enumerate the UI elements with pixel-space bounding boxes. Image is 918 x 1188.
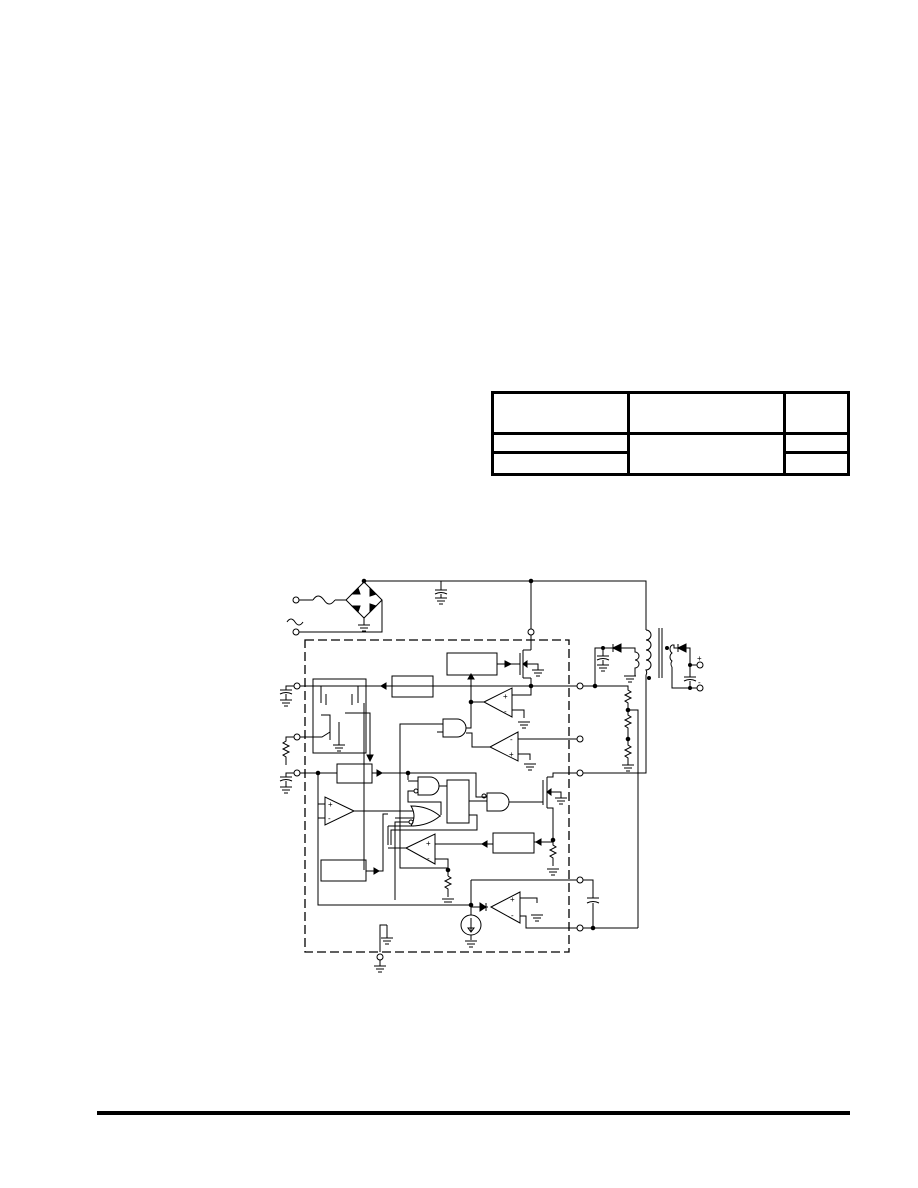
table-header-row [491,391,850,435]
table-row [491,451,850,476]
minus-label: - [504,707,507,716]
table-cell [491,432,630,454]
plus-label: + [503,692,508,701]
diode-icon [678,644,686,652]
spec-table [491,391,850,476]
rail-wire [364,581,646,630]
power-mosfet [543,773,580,840]
sr-latch [447,780,469,823]
table-cell [491,391,630,435]
function-block [337,764,372,783]
external-capacitor [279,686,294,707]
or-gate [411,806,440,826]
external-capacitor [279,773,294,794]
plus-label: + [697,654,702,663]
diode-icon [613,644,621,652]
and-gate [487,793,509,811]
regulator-block [313,679,366,753]
table-cell [783,451,850,476]
and-gate [443,719,466,737]
diode-icon [480,903,486,911]
minus-label: - [698,678,701,687]
bridge-rectifier [346,582,382,632]
function-block [392,676,433,697]
footer-rule [97,1111,850,1115]
opamp [406,834,435,864]
table-cell-merged [627,432,786,476]
opamp [491,892,520,923]
fuse-icon [313,596,335,604]
minus-label: - [328,814,331,823]
bulk-capacitor [434,581,448,605]
opamp [484,688,512,717]
minus-label: - [511,911,514,920]
function-block [321,860,366,881]
table-cell [627,391,786,435]
ac-source-icon [287,619,303,625]
function-block [447,653,497,675]
external-resistor [283,737,294,765]
plus-label: + [510,895,515,904]
plus-label: + [426,839,431,848]
ic-boundary [305,640,569,952]
table-cell [783,391,850,435]
table-row [491,432,850,476]
minus-label: - [510,735,513,744]
ac-input [287,596,382,636]
nand-gate [418,777,439,795]
opamp [490,732,518,761]
table-cell [783,432,850,454]
plus-label: + [509,750,514,759]
transformer [646,628,672,680]
minus-label: - [427,854,430,863]
plus-label: + [328,800,333,809]
opamp [325,797,354,825]
function-block [493,833,534,853]
table-cell [491,451,630,476]
